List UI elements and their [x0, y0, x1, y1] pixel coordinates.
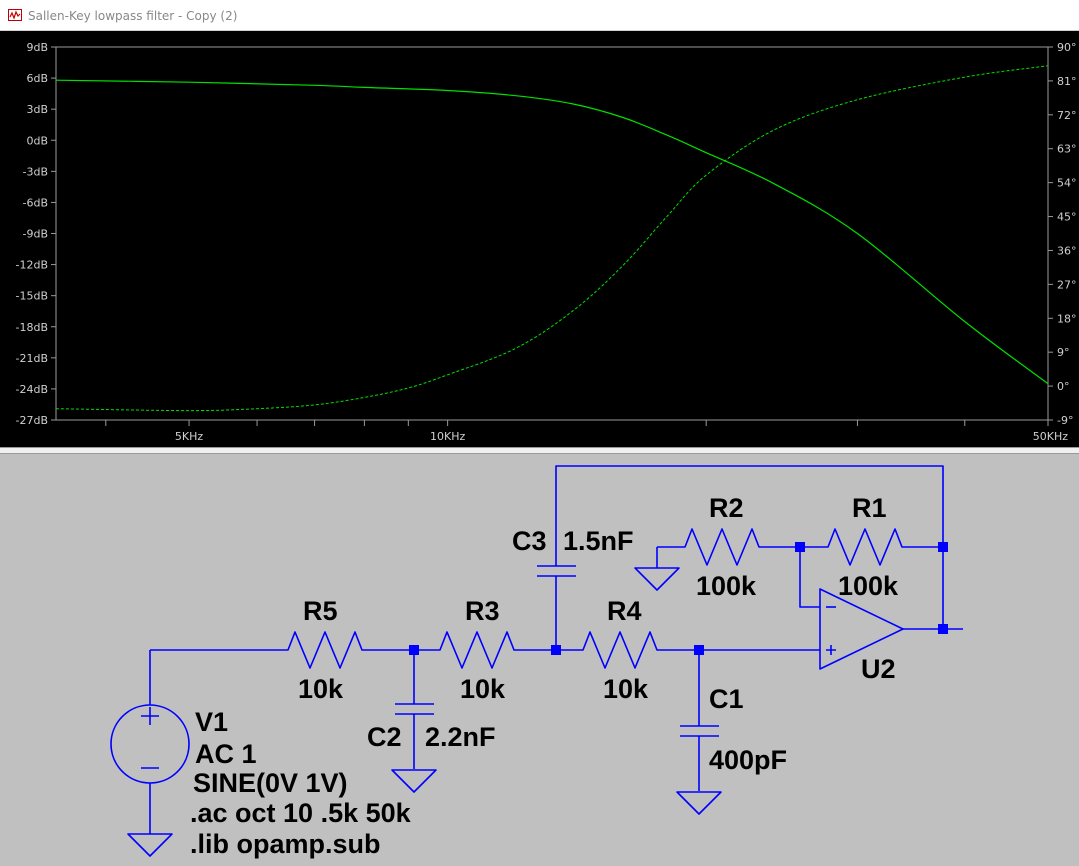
right-axis-tick-label: 63° — [1057, 143, 1077, 156]
c3-name-label[interactable]: C3 — [512, 526, 547, 556]
right-axis-tick-label: 0° — [1057, 380, 1070, 393]
c2-name-label[interactable]: C2 — [367, 722, 402, 752]
resistor-r1[interactable] — [800, 528, 943, 566]
ground-icon — [634, 567, 680, 591]
voltage-source-v1[interactable] — [110, 704, 190, 784]
magnitude-trace[interactable] — [55, 79, 1049, 385]
r2-value-label[interactable]: 100k — [696, 571, 757, 601]
phase-trace[interactable] — [55, 65, 1049, 412]
junction-node[interactable] — [938, 624, 948, 634]
resistor-r4[interactable] — [556, 631, 699, 669]
plus-icon — [141, 707, 159, 725]
right-axis-tick-label: -9° — [1057, 414, 1073, 427]
resistor-r3[interactable] — [414, 631, 556, 669]
window-title: Sallen-Key lowpass filter - Copy (2) — [28, 9, 238, 23]
c1-value-label[interactable]: 400pF — [709, 745, 788, 775]
v1-sine-label[interactable]: SINE(0V 1V) — [193, 768, 348, 798]
right-axis-tick-label: 72° — [1057, 109, 1077, 122]
ground-icon — [676, 791, 722, 815]
right-axis-tick-label: 81° — [1057, 75, 1077, 88]
right-axis-tick-label: 9° — [1057, 346, 1070, 359]
left-axis-tick-label: -9dB — [23, 228, 49, 241]
c1-name-label[interactable]: C1 — [709, 684, 744, 714]
v1-ac-label[interactable]: AC 1 — [195, 739, 257, 769]
left-axis-tick-label: 9dB — [26, 41, 48, 54]
resistor-r2[interactable] — [657, 528, 800, 566]
junction-node[interactable] — [938, 542, 948, 552]
waveform-plot-pane[interactable]: 9dB 6dB 3dB 0dB -3dB -6dB -9dB -12dB -15dB -18dB -… — [0, 31, 1079, 447]
lib-directive[interactable]: .lib opamp.sub — [190, 829, 381, 859]
ac-directive[interactable]: .ac oct 10 .5k 50k — [190, 798, 411, 828]
junction-node[interactable] — [795, 542, 805, 552]
right-axis-tick-label: 27° — [1057, 278, 1077, 291]
plus-icon — [826, 645, 836, 655]
r5-name-label[interactable]: R5 — [303, 596, 338, 626]
r2-name-label[interactable]: R2 — [709, 493, 744, 523]
plot-frame — [55, 46, 1049, 421]
bode-plot[interactable]: 9dB 6dB 3dB 0dB -3dB -6dB -9dB -12dB -15dB -18dB -… — [0, 31, 1079, 447]
window-titlebar[interactable]: Sallen-Key lowpass filter - Copy (2) — [0, 0, 1079, 31]
r1-name-label[interactable]: R1 — [852, 493, 887, 523]
capacitor-c2[interactable] — [395, 703, 434, 715]
resistor-r5[interactable] — [283, 631, 414, 669]
left-axis-tick-label: -27dB — [16, 414, 49, 427]
r3-name-label[interactable]: R3 — [465, 596, 500, 626]
left-axis-tick-label: -21dB — [16, 352, 49, 365]
left-axis-tick-label: -24dB — [16, 383, 49, 396]
left-axis-tick-label: -12dB — [16, 259, 49, 272]
left-axis-tick-label: 0dB — [26, 134, 48, 147]
c3-value-label[interactable]: 1.5nF — [563, 526, 634, 556]
ground-icon — [127, 833, 173, 857]
right-axis-tick-label: 36° — [1057, 244, 1077, 257]
junction-node[interactable] — [409, 645, 419, 655]
right-axis-tick-label: 54° — [1057, 177, 1077, 190]
left-axis-tick-label: 6dB — [26, 72, 48, 85]
capacitor-c3[interactable] — [537, 565, 576, 577]
left-axis-tick-label: -18dB — [16, 321, 49, 334]
r4-name-label[interactable]: R4 — [607, 596, 642, 626]
waveform-icon — [8, 9, 22, 21]
right-axis-tick-label: 45° — [1057, 211, 1077, 224]
schematic-pane[interactable]: R5 10k R3 10k R4 10k R2 100k R1 100k C3 … — [0, 454, 1079, 866]
junction-node[interactable] — [551, 645, 561, 655]
left-axis-tick-label: -3dB — [23, 165, 49, 178]
r1-value-label[interactable]: 100k — [838, 571, 899, 601]
schematic-canvas[interactable] — [0, 454, 1079, 866]
left-axis-tick-label: -6dB — [23, 196, 49, 209]
r5-value-label[interactable]: 10k — [298, 674, 344, 704]
c2-value-label[interactable]: 2.2nF — [425, 722, 496, 752]
right-axis-tick-label: 90° — [1057, 41, 1077, 54]
capacitor-c1[interactable] — [680, 725, 719, 737]
r3-value-label[interactable]: 10k — [460, 674, 506, 704]
left-axis-tick-label: 3dB — [26, 103, 48, 116]
pane-splitter[interactable] — [0, 447, 1079, 454]
r4-value-label[interactable]: 10k — [603, 674, 649, 704]
left-axis-tick-label: -15dB — [16, 290, 49, 303]
v1-name-label[interactable]: V1 — [195, 707, 229, 737]
right-axis-tick-label: 18° — [1057, 312, 1077, 325]
x-axis-tick-label: 50KHz — [1033, 430, 1068, 443]
ground-icon — [391, 769, 437, 793]
x-axis-tick-label: 10KHz — [430, 430, 465, 443]
junction-node[interactable] — [694, 645, 704, 655]
opamp-u2[interactable] — [819, 588, 904, 670]
wire[interactable] — [799, 547, 820, 608]
u2-name-label[interactable]: U2 — [861, 654, 896, 684]
x-axis-tick-label: 5KHz — [175, 430, 203, 443]
